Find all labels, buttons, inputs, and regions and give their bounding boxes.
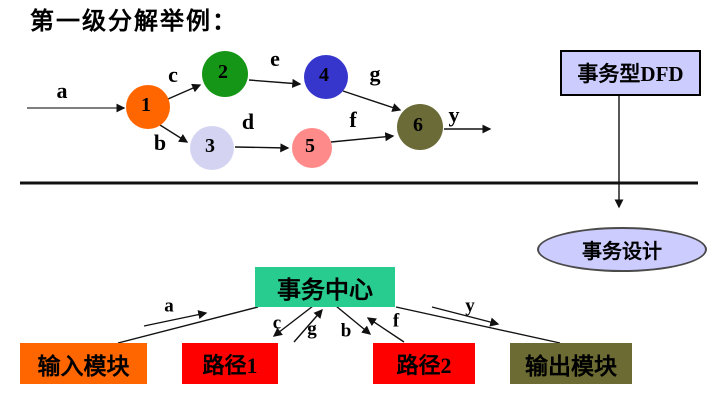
- page-title: 第一级分解举例：: [30, 8, 238, 35]
- transaction-center-box: 事务中心: [255, 267, 395, 307]
- flow2-y-arrow: [431, 306, 500, 327]
- center-to-input-line: [117, 306, 259, 344]
- edge-c-arrow: [167, 83, 202, 100]
- flow2-b-arrow: [335, 305, 372, 335]
- edge-g-arrow: [342, 90, 402, 112]
- flow-label-f: f: [349, 107, 357, 132]
- dfd-node-5: 5: [292, 128, 332, 168]
- structure-flow-label-y: y: [465, 295, 475, 317]
- flow-label-b: b: [153, 130, 167, 155]
- flow2-a-arrow: [143, 310, 208, 327]
- dfd-node-2: 2: [202, 51, 248, 97]
- flow2-g-arrow: [293, 308, 323, 343]
- flow-label-g: g: [369, 61, 381, 86]
- edge-f-arrow: [330, 132, 395, 143]
- dfd-node-2-label: 2: [218, 60, 228, 83]
- input-module-box: 输入模块: [20, 343, 147, 384]
- dfd-node-4: 4: [304, 55, 348, 99]
- edge-d-arrow: [234, 143, 290, 153]
- dfd-node-5-label: 5: [305, 134, 315, 157]
- dfd-node-1: 1: [126, 85, 170, 129]
- structure-flow-label-f: f: [392, 310, 400, 332]
- flow2-c-arrow: [272, 305, 314, 337]
- dfd-node-6: 6: [397, 104, 443, 150]
- dfd-node-6-label: 6: [413, 113, 423, 136]
- path2-module-box: 路径2: [373, 343, 475, 384]
- dfd-node-3: 3: [190, 126, 234, 170]
- transaction-design-ellipse: 事务设计: [537, 227, 707, 272]
- edge-e-arrow: [248, 78, 302, 88]
- flow-label-y: y: [448, 102, 460, 127]
- path1-module-box: 路径1: [182, 343, 278, 384]
- dfd-node-4-label: 4: [319, 63, 329, 86]
- flow-label-d: d: [241, 109, 255, 134]
- structure-flow-label-b: b: [340, 320, 352, 342]
- center-to-output-line: [395, 306, 561, 344]
- transaction-dfd-box: 事务型DFD: [560, 50, 701, 96]
- dfd-node-1-label: 1: [141, 93, 151, 116]
- flow2-f-arrow: [366, 317, 405, 343]
- output-module-box: 输出模块: [510, 343, 632, 384]
- edge-b-arrow: [159, 124, 189, 143]
- dfd-node-3-label: 3: [205, 134, 215, 157]
- flow-label-e: e: [270, 46, 280, 71]
- structure-flow-label-g: g: [307, 318, 317, 340]
- structure-flow-label-c: c: [272, 312, 282, 334]
- flow-label-a: a: [56, 78, 68, 103]
- flow-label-c: c: [168, 62, 178, 87]
- structure-flow-label-a: a: [164, 295, 174, 317]
